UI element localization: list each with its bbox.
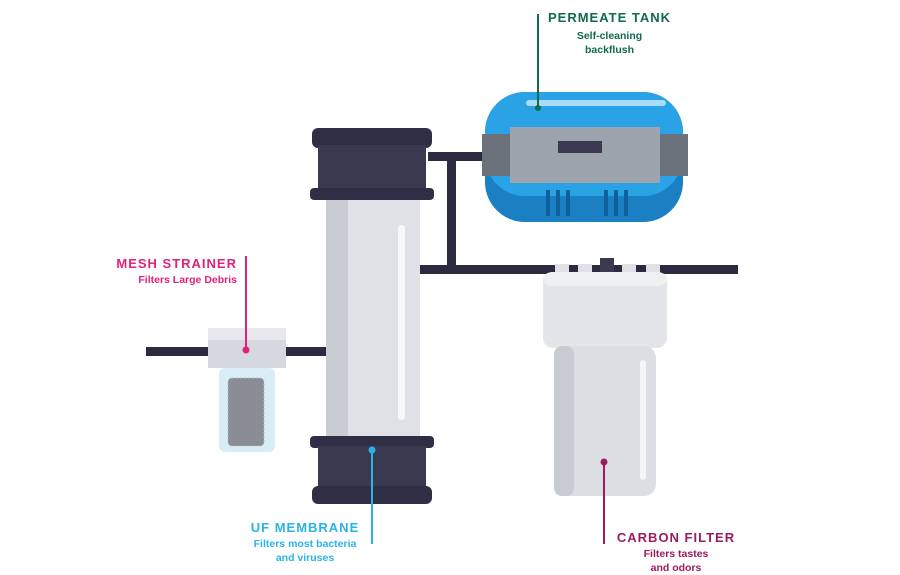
permeate-tank	[482, 92, 688, 222]
mesh-strainer-desc: Filters Large Debris	[138, 274, 237, 286]
uf-membrane-label: UF MEMBRANE Filters most bacteria and vi…	[244, 520, 366, 565]
carbon-filter-label: CARBON FILTER Filters tastes and odors	[613, 530, 739, 575]
outlet-pipe	[416, 265, 738, 274]
leader-lines	[242, 14, 608, 544]
permeate-tank-desc-1: Self-cleaning	[576, 30, 643, 42]
carbon-filter-title: CARBON FILTER	[616, 530, 736, 545]
uf-membrane-title: UF MEMBRANE	[250, 520, 360, 535]
upper-pipe	[428, 152, 488, 161]
uf-membrane-desc-1: Filters most bacteria	[253, 538, 357, 550]
uf-membrane-desc-2: and viruses	[275, 552, 335, 564]
mesh-strainer-title: MESH STRAINER	[116, 256, 237, 271]
carbon-filter-desc-1: Filters tastes	[643, 548, 709, 560]
carbon-filter-housing	[543, 258, 667, 496]
permeate-tank-label: PERMEATE TANK Self-cleaning backflush	[548, 10, 671, 57]
vertical-pipe	[447, 152, 456, 272]
mesh-strainer-label: MESH STRAINER Filters Large Debris	[116, 256, 237, 287]
permeate-tank-title: PERMEATE TANK	[548, 10, 672, 25]
permeate-tank-desc-2: backflush	[585, 44, 635, 56]
carbon-filter-desc-2: and odors	[650, 562, 702, 574]
